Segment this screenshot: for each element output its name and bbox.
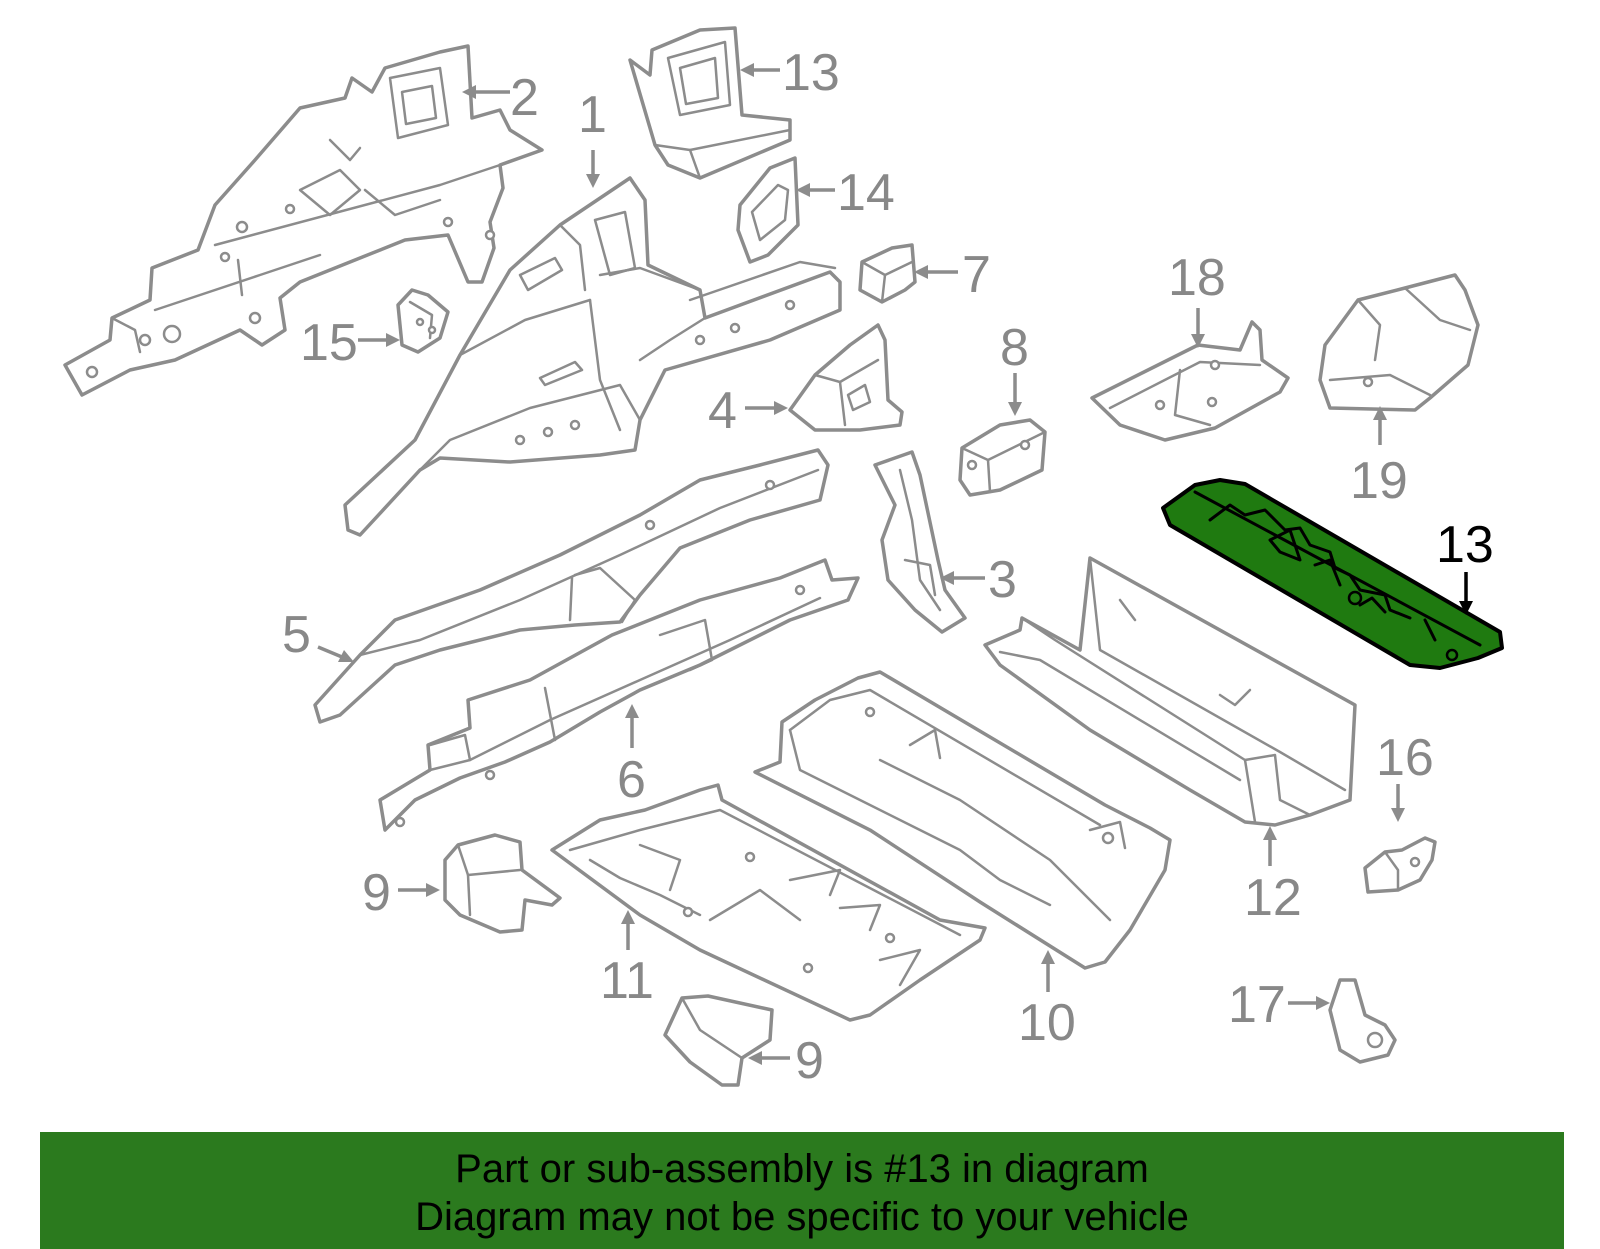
part-1: [343, 176, 842, 537]
callout-3: 3: [988, 551, 1017, 609]
callout-18: 17: [1228, 976, 1286, 1034]
callout-labels: 2 1 13 14 7 15 4 8 18 19 13 5 3 6 12 16 …: [282, 44, 1494, 1090]
banner-line-part-number: Part or sub-assembly is #13 in diagram: [455, 1146, 1149, 1191]
callout-17: 16: [1376, 729, 1434, 787]
callout-13-highlighted: 13: [1436, 516, 1494, 574]
callout-2: 2: [510, 69, 539, 127]
info-banner: Part or sub-assembly is #13 in diagram D…: [40, 1132, 1564, 1249]
part-20: [1318, 273, 1480, 412]
part-19: [1090, 320, 1290, 442]
part-17: [1363, 836, 1437, 894]
callout-6: 6: [617, 751, 646, 809]
part-8: [958, 418, 1047, 497]
callout-1: 1: [578, 86, 607, 144]
callout-4: 4: [708, 382, 737, 440]
part-5: [313, 448, 830, 724]
part-11: [550, 783, 987, 1022]
part-2: [63, 44, 544, 397]
callout-10: 10: [1018, 994, 1076, 1052]
part-14: [628, 26, 792, 180]
leader-lines: [317, 63, 1473, 1065]
callout-15: 14: [837, 164, 895, 222]
part-10: [753, 670, 1172, 970]
callout-16: 15: [300, 314, 358, 372]
part-12: [983, 556, 1357, 827]
callout-12: 12: [1244, 869, 1302, 927]
banner-line-disclaimer: Diagram may not be specific to your vehi…: [415, 1194, 1189, 1239]
callout-19: 18: [1168, 249, 1226, 307]
part-9-lower: [663, 994, 774, 1087]
part-7: [858, 243, 917, 304]
part-15: [736, 156, 800, 264]
callout-8: 8: [1000, 319, 1029, 377]
part-6: [378, 558, 860, 832]
callout-5: 5: [282, 606, 311, 664]
part-16: [396, 288, 450, 354]
callout-9-lower: 9: [795, 1032, 824, 1090]
callout-7: 7: [962, 246, 991, 304]
callout-11: 11: [600, 952, 654, 1010]
callout-20: 19: [1350, 452, 1408, 510]
part-3: [873, 450, 967, 634]
part-13-highlighted: [1161, 478, 1504, 670]
part-4: [788, 323, 904, 432]
callout-9-upper: 9: [362, 864, 391, 922]
part-18: [1328, 978, 1397, 1064]
part-9-upper: [443, 833, 562, 934]
callout-14: 13: [782, 44, 840, 102]
